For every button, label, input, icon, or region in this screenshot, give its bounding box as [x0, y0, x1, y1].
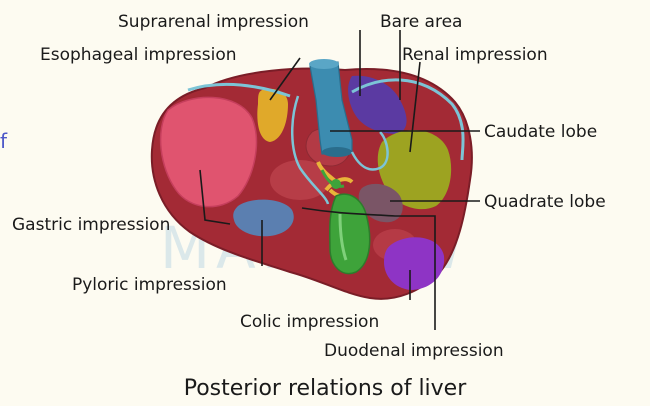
- label-pyloric: Pyloric impression: [72, 275, 227, 295]
- label-renal: Renal impression: [402, 45, 548, 65]
- label-gastric: Gastric impression: [12, 215, 170, 235]
- left-edge-glyph: f: [0, 129, 8, 153]
- bile-duct-junction: [331, 179, 341, 189]
- ivc-top: [309, 59, 339, 69]
- diagram-caption: Posterior relations of liver: [184, 376, 467, 401]
- label-caudate: Caudate lobe: [484, 122, 597, 142]
- label-colic: Colic impression: [240, 312, 379, 332]
- label-suprarenal: Suprarenal impression: [118, 12, 309, 32]
- label-quadrate: Quadrate lobe: [484, 192, 606, 212]
- label-bare-area: Bare area: [380, 12, 462, 32]
- ivc-bottom: [322, 147, 352, 157]
- label-esophageal: Esophageal impression: [40, 45, 237, 65]
- label-duodenal: Duodenal impression: [324, 341, 504, 361]
